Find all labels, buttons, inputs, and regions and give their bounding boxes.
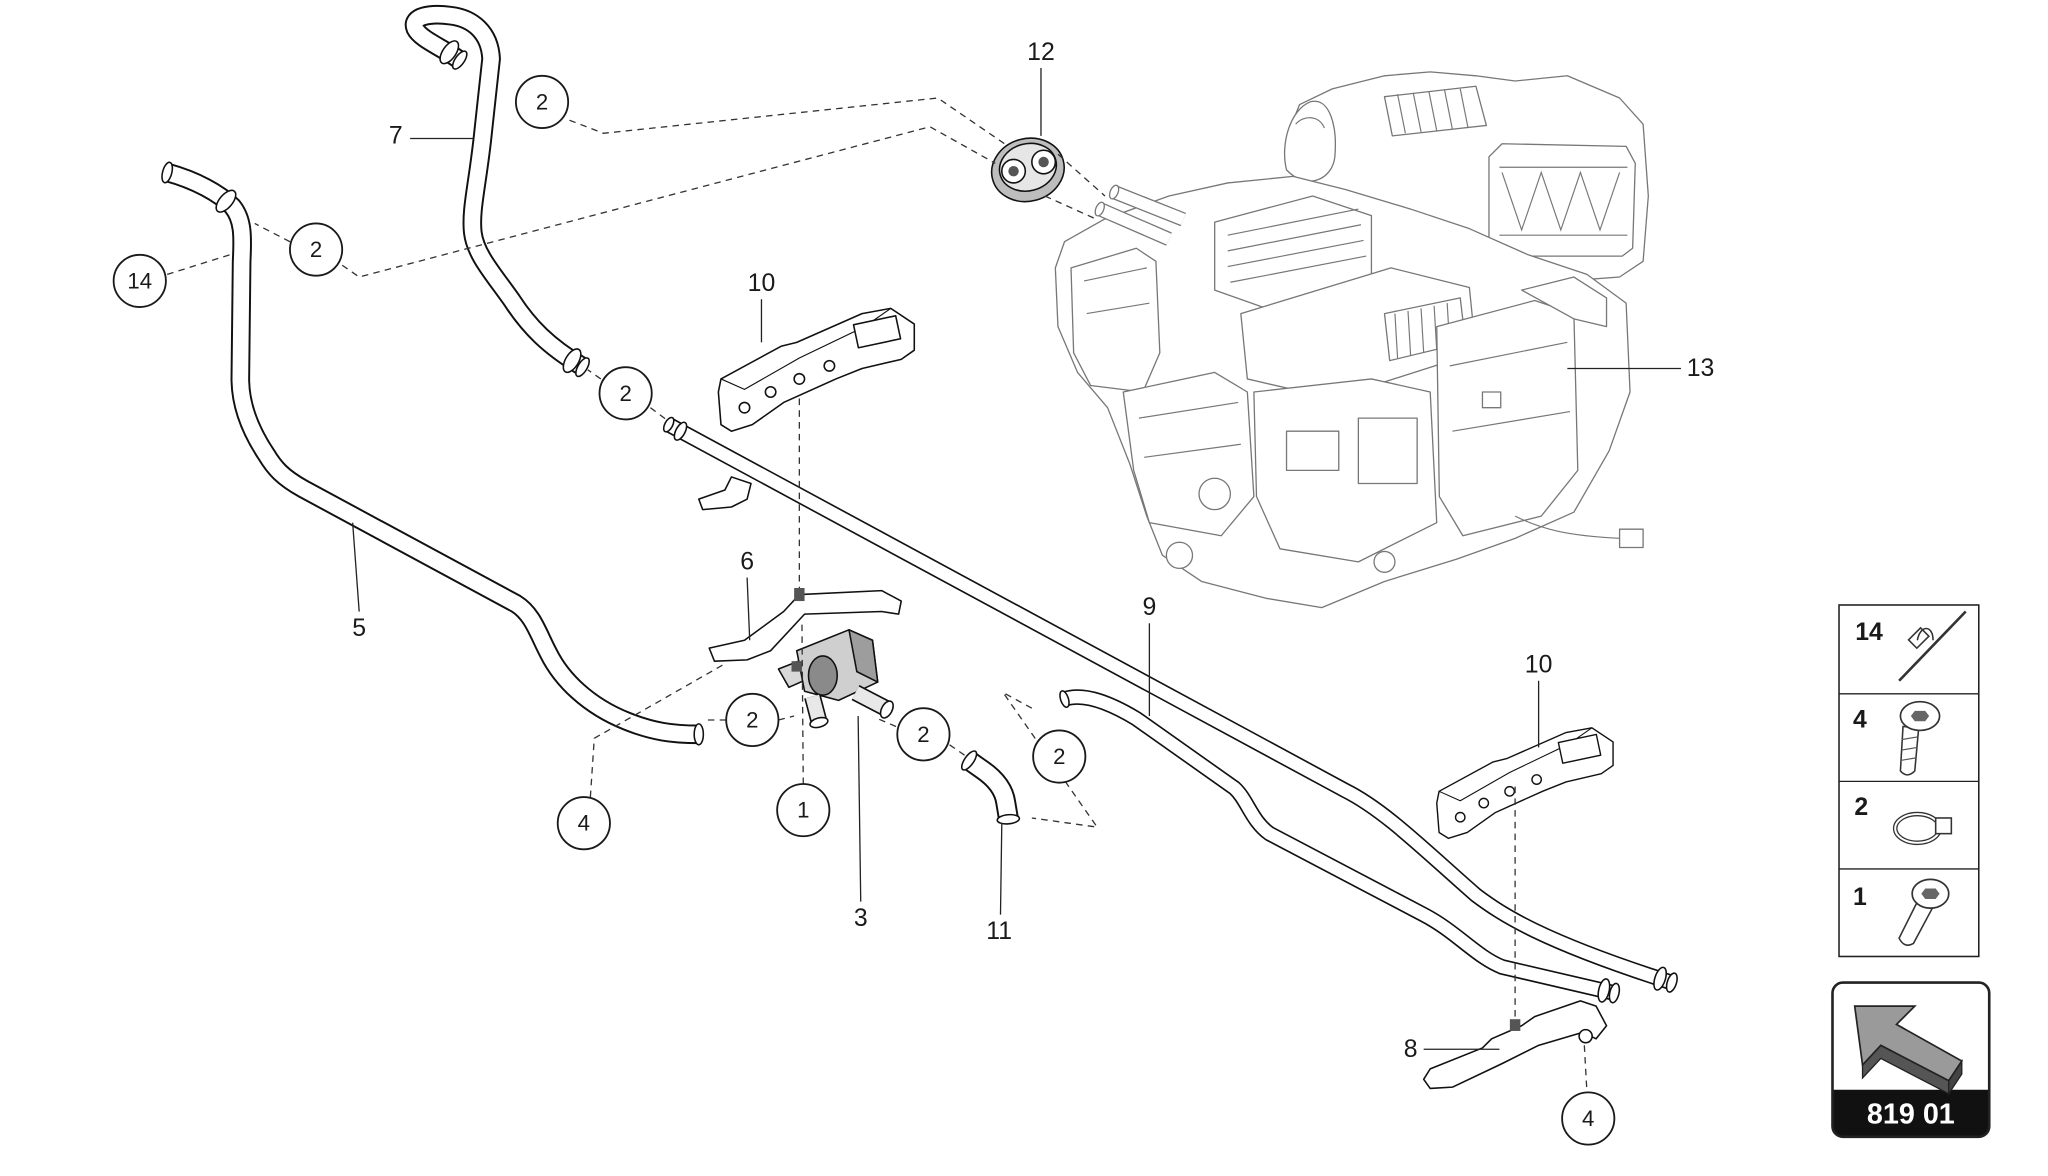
label-part-5[interactable]: 5 [352, 615, 366, 642]
hose-7 [404, 4, 590, 378]
reference-code: 819 01 [1867, 1099, 1955, 1131]
legend-label: 4 [1853, 706, 1867, 733]
pipe-9 [662, 416, 1678, 1004]
arrow-icon [1853, 1005, 1964, 1096]
label-part-11[interactable]: 11 [986, 918, 1012, 945]
callout-clamp-2-pump-inlet[interactable]: 2 [725, 692, 780, 748]
bracket-8 [1422, 1000, 1608, 1090]
label-part-13[interactable]: 13 [1687, 355, 1715, 382]
label-part-7[interactable]: 7 [389, 122, 403, 149]
callout-number: 2 [746, 707, 758, 732]
legend-label: 2 [1854, 794, 1868, 821]
callout-number: 2 [310, 237, 322, 262]
callout-number: 2 [619, 381, 631, 406]
callout-number: 14 [127, 268, 152, 293]
bracket-6 [708, 588, 903, 662]
callout-number: 4 [1582, 1106, 1594, 1131]
fastener-legend: 14 4 2 1 [1838, 604, 1980, 958]
leader-lines [352, 67, 1681, 1050]
callout-number: 1 [797, 798, 809, 823]
dashed-reference-lines [166, 97, 1588, 1093]
callout-number: 2 [917, 722, 929, 747]
callout-screw-4-left[interactable]: 4 [556, 796, 611, 851]
circle-callouts: 2 2 14 2 2 2 2 4 1 4 [112, 74, 1616, 1146]
legend-label: 1 [1853, 884, 1867, 911]
elbow-hose-11 [960, 750, 1021, 825]
callout-clamp-2-elbow[interactable]: 2 [1032, 729, 1087, 784]
callout-clamp-2-hose7-top[interactable]: 2 [515, 74, 570, 129]
label-part-8[interactable]: 8 [1404, 1036, 1418, 1063]
label-part-3[interactable]: 3 [854, 905, 868, 932]
hvac-unit-13 [1054, 71, 1649, 609]
label-part-9[interactable]: 9 [1142, 594, 1156, 621]
legend-row-bolt[interactable]: 1 [1853, 878, 1950, 946]
callout-clamp-2-pump-outlet[interactable]: 2 [896, 707, 951, 762]
cable-tie-icon [1898, 610, 1967, 682]
screw-icon [1899, 700, 1941, 776]
bracket-10-lower [1436, 727, 1614, 840]
bolt-icon [1898, 878, 1950, 946]
callout-number: 2 [1053, 744, 1065, 769]
callout-cable-tie-14[interactable]: 14 [112, 253, 167, 308]
pump-3 [777, 629, 894, 729]
hose-clamp-icon [1892, 811, 1953, 846]
label-part-6[interactable]: 6 [740, 548, 754, 575]
reference-badge[interactable]: 819 01 [1831, 981, 1991, 1139]
bracket-10-upper [717, 307, 916, 432]
callout-screw-4-right[interactable]: 4 [1561, 1091, 1616, 1146]
legend-row-hose-clamp[interactable]: 2 [1854, 794, 1953, 846]
label-part-10-upper[interactable]: 10 [748, 270, 776, 297]
legend-row-cable-tie[interactable]: 14 [1855, 610, 1967, 682]
label-part-10-lower[interactable]: 10 [1525, 652, 1553, 679]
callout-number: 4 [578, 811, 590, 836]
callout-clamp-2-hose5-top[interactable]: 2 [289, 222, 344, 277]
legend-row-screw[interactable]: 4 [1853, 700, 1941, 776]
hose-5 [161, 161, 705, 746]
part-labels: 12 7 10 13 6 9 5 10 3 11 8 [352, 39, 1714, 1063]
legend-label: 14 [1855, 619, 1883, 646]
callout-number: 2 [536, 89, 548, 114]
callout-bolt-1[interactable]: 1 [776, 783, 831, 838]
callout-clamp-2-hose7-bottom[interactable]: 2 [598, 366, 653, 421]
label-part-12[interactable]: 12 [1027, 39, 1055, 66]
grommet-12 [990, 137, 1065, 203]
